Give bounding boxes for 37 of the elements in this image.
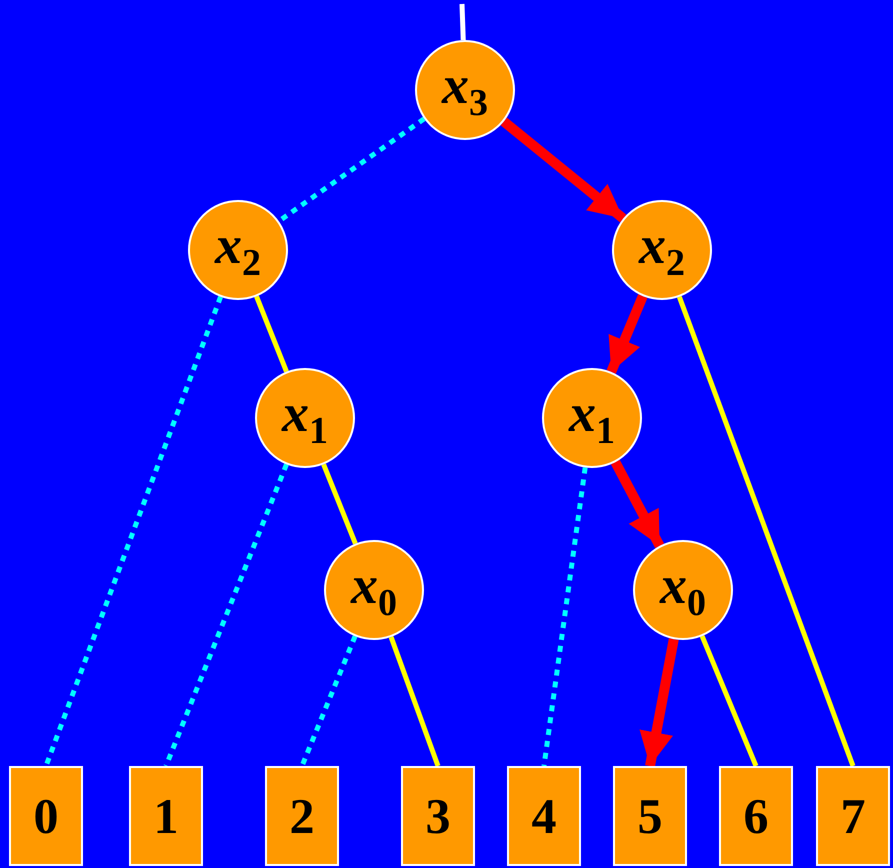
variable-label: x$_{3}$	[442, 58, 488, 122]
leaf-box	[265, 766, 339, 866]
tree-branch-line	[44, 296, 223, 767]
leaf-box	[9, 766, 83, 866]
tree-branch-line	[460, 4, 466, 40]
path-arrow	[606, 294, 648, 374]
variable-label: x$_{2}$	[215, 218, 261, 282]
path-arrow	[610, 460, 664, 548]
leaf-box	[816, 766, 890, 866]
tree-branch-line	[700, 635, 758, 767]
variable-label: x$_{1}$	[282, 386, 328, 450]
tree-branch-line	[164, 464, 289, 767]
tree-branch-line	[254, 296, 289, 372]
leaf-value: 1	[154, 791, 178, 841]
path-arrow	[640, 638, 679, 767]
leaf-box	[507, 766, 581, 866]
tree-branch-line	[300, 635, 358, 767]
path-arrow	[500, 118, 626, 222]
leaf-value: 6	[744, 791, 768, 841]
leaf-value: 4	[532, 791, 556, 841]
tree-branch-line	[388, 636, 440, 767]
variable-label: x$_{0}$	[660, 558, 706, 622]
tree-branch-line	[321, 463, 358, 545]
leaf-box	[613, 766, 687, 866]
leaf-value: 7	[840, 791, 866, 841]
leaf-value: 5	[638, 791, 662, 841]
leaf-box	[719, 766, 793, 866]
variable-label: x$_{1}$	[569, 386, 615, 450]
leaf-value: 2	[290, 791, 314, 841]
variable-label: x$_{0}$	[351, 558, 397, 622]
leaf-box	[129, 766, 203, 866]
tree-branch-line	[677, 296, 856, 767]
leaf-box	[401, 766, 475, 866]
tree-branch-line	[542, 467, 588, 766]
variable-label: x$_{2}$	[639, 218, 685, 282]
leaf-value: 3	[426, 791, 450, 841]
leaf-value: 0	[34, 791, 58, 841]
